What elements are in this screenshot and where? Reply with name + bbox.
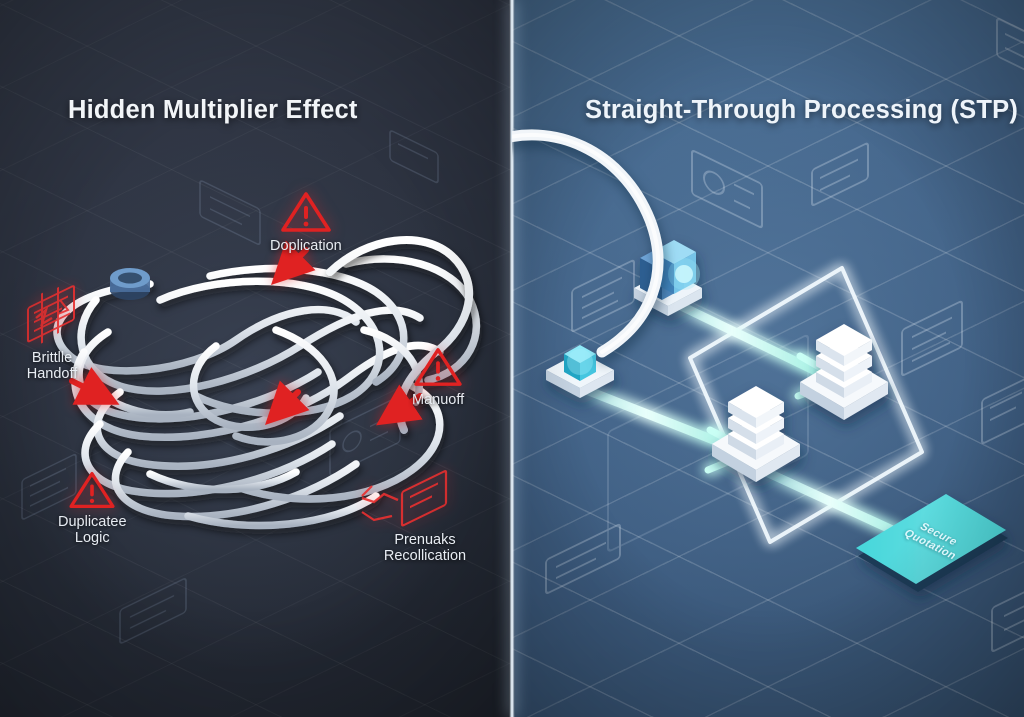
panel-divider bbox=[509, 0, 515, 717]
warning-triangle-icon bbox=[414, 348, 462, 386]
stp-flow-layer bbox=[546, 240, 1008, 592]
marker-duplication: Doplication bbox=[270, 190, 342, 254]
marker-label: Brittlle Handoff bbox=[26, 350, 78, 382]
white-isometric-routing-rectangle bbox=[688, 266, 924, 544]
arrow-manual-handoff bbox=[376, 384, 423, 426]
left-panel-hidden-multiplier: Hidden Multiplier Effect Doplication Bri… bbox=[0, 0, 512, 717]
blue-cylinder-node bbox=[110, 268, 150, 300]
red-broken-box-icon bbox=[361, 470, 448, 527]
marker-label: Prenuaks Recollication bbox=[383, 532, 467, 564]
red-pointer-arrows bbox=[69, 240, 423, 426]
arrow-brittle-handoff bbox=[69, 367, 120, 405]
cyan-connector-socket bbox=[546, 345, 614, 398]
marker-manual-handoff: Manuoff bbox=[412, 346, 464, 408]
arrow-center bbox=[265, 380, 310, 425]
flow-beam-3 bbox=[757, 465, 919, 545]
server-stack-node-upper bbox=[800, 324, 888, 420]
marker-brittle-handoff: Brittlle Handoff bbox=[8, 350, 96, 382]
server-stack-node-lower bbox=[712, 386, 800, 482]
cable-crossing-divider bbox=[512, 129, 664, 358]
red-broken-node-icon bbox=[27, 285, 75, 344]
marker-label: Manuoff bbox=[412, 392, 465, 408]
marker-duplicate-logic: Duplicatee Logic bbox=[58, 470, 127, 546]
right-panel-title: Straight-Through Processing (STP) bbox=[585, 96, 1019, 125]
warning-triangle-icon bbox=[69, 472, 115, 508]
marker-label: Duplicatee Logic bbox=[58, 514, 127, 546]
marker-premature-recollection: Prenuaks Recollication bbox=[372, 532, 478, 564]
secure-quotation-card bbox=[856, 494, 1008, 592]
arrow-duplication bbox=[271, 240, 316, 285]
warning-triangle-icon bbox=[281, 192, 331, 232]
right-panel-stp: Straight-Through Processing (STP) bbox=[512, 0, 1024, 717]
marker-label: Doplication bbox=[270, 238, 342, 254]
left-panel-title: Hidden Multiplier Effect bbox=[68, 96, 358, 125]
